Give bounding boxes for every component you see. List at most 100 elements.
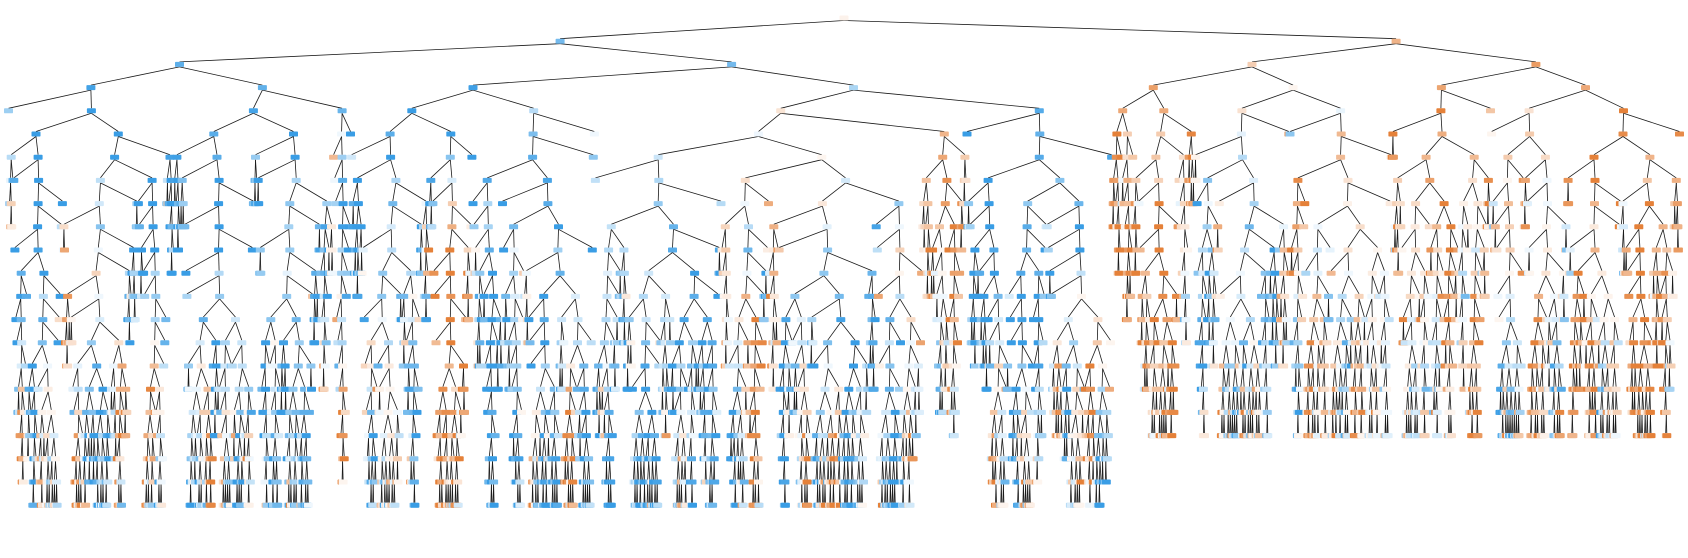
tree-leaf-node — [29, 502, 39, 508]
tree-edge — [1003, 461, 1006, 480]
node-box — [244, 433, 254, 439]
tree-leaf-node — [410, 502, 420, 508]
tree-edge — [1440, 113, 1443, 132]
tree-edge — [823, 461, 826, 480]
tree-edge — [753, 461, 756, 480]
tree-split-node — [272, 456, 282, 462]
tree-edge — [1266, 391, 1268, 410]
tree-edge — [213, 112, 254, 132]
tree-edge — [1370, 391, 1373, 410]
node-box — [17, 386, 27, 392]
tree-edge — [1628, 275, 1641, 295]
tree-edge — [1250, 322, 1255, 341]
tree-edge — [119, 414, 121, 434]
tree-edge — [120, 484, 122, 503]
tree-edge — [1282, 345, 1284, 364]
tree-edge — [606, 275, 608, 294]
node-box — [302, 456, 312, 462]
tree-edge — [1653, 275, 1655, 294]
tree-edge — [1092, 461, 1094, 480]
tree-edge — [1003, 484, 1005, 503]
tree-edge — [1158, 206, 1160, 225]
tree-edge — [425, 275, 427, 294]
tree-split-node — [399, 293, 409, 299]
tree-edge — [1598, 321, 1605, 341]
node-box — [289, 131, 298, 137]
tree-edge — [1424, 368, 1427, 387]
tree-edge — [832, 438, 835, 457]
tree-edge — [241, 461, 244, 480]
tree-edge — [77, 368, 79, 387]
tree-split-node — [463, 247, 473, 253]
tree-edge — [737, 391, 741, 410]
node-box — [370, 456, 380, 462]
tree-edge — [188, 368, 190, 387]
tree-edge — [621, 252, 625, 271]
node-box — [384, 340, 393, 346]
tree-edge — [1407, 391, 1410, 410]
tree-edge — [28, 391, 32, 410]
tree-edge — [543, 438, 547, 457]
tree-edge — [1347, 182, 1391, 202]
tree-edge — [151, 461, 154, 480]
tree-edge — [1184, 252, 1186, 271]
tree-edge — [362, 228, 392, 248]
tree-edge — [1240, 298, 1251, 318]
tree-edge — [1158, 252, 1165, 271]
tree-split-node — [408, 340, 418, 346]
tree-edge — [1159, 414, 1161, 434]
tree-edge — [248, 438, 250, 457]
tree-edge — [1409, 298, 1412, 318]
tree-edge — [1041, 414, 1043, 434]
tree-edge — [889, 461, 891, 480]
tree-edge — [270, 322, 276, 341]
tree-edge — [1661, 322, 1663, 341]
tree-edge — [442, 391, 447, 410]
tree-edge — [747, 345, 749, 364]
tree-edge — [844, 484, 846, 503]
node-box — [186, 502, 196, 508]
tree-edge — [266, 484, 268, 503]
tree-edge — [37, 205, 62, 225]
tree-edge — [1535, 66, 1586, 86]
tree-edge — [948, 229, 955, 248]
tree-edge — [992, 461, 994, 480]
node-box — [191, 386, 201, 392]
tree-edge — [1656, 275, 1660, 294]
tree-edge — [342, 229, 349, 248]
tree-edge — [1074, 484, 1077, 503]
node-box — [338, 201, 348, 207]
node-box — [155, 386, 164, 392]
tree-edge — [984, 322, 987, 341]
tree-edge — [939, 391, 941, 410]
tree-edge — [604, 391, 609, 410]
tree-edge — [528, 298, 545, 318]
tree-edge — [341, 229, 343, 248]
tree-edge — [43, 275, 61, 295]
tree-split-node — [293, 363, 303, 369]
tree-edge — [608, 414, 610, 434]
tree-edge — [1076, 368, 1078, 387]
tree-split-node — [294, 340, 304, 346]
tree-edge — [1437, 252, 1444, 271]
tree-edge — [1571, 414, 1574, 434]
tree-edge — [199, 345, 202, 364]
tree-edge — [1585, 345, 1587, 364]
tree-edge — [1071, 414, 1077, 434]
tree-edge — [1448, 322, 1451, 341]
tree-edge — [1167, 368, 1169, 387]
tree-edge — [1548, 322, 1552, 341]
tree-edge — [881, 484, 883, 503]
tree-edge — [463, 368, 465, 387]
tree-edge — [37, 182, 39, 202]
node-box — [148, 224, 158, 230]
node-box — [52, 502, 62, 508]
tree-split-node — [195, 340, 205, 346]
tree-split-node — [266, 317, 276, 323]
tree-edge — [84, 438, 87, 457]
tree-edge — [1591, 345, 1595, 364]
tree-edge — [581, 414, 587, 434]
tree-edge — [1435, 298, 1438, 318]
tree-edge — [411, 322, 414, 341]
node-box — [86, 340, 96, 346]
